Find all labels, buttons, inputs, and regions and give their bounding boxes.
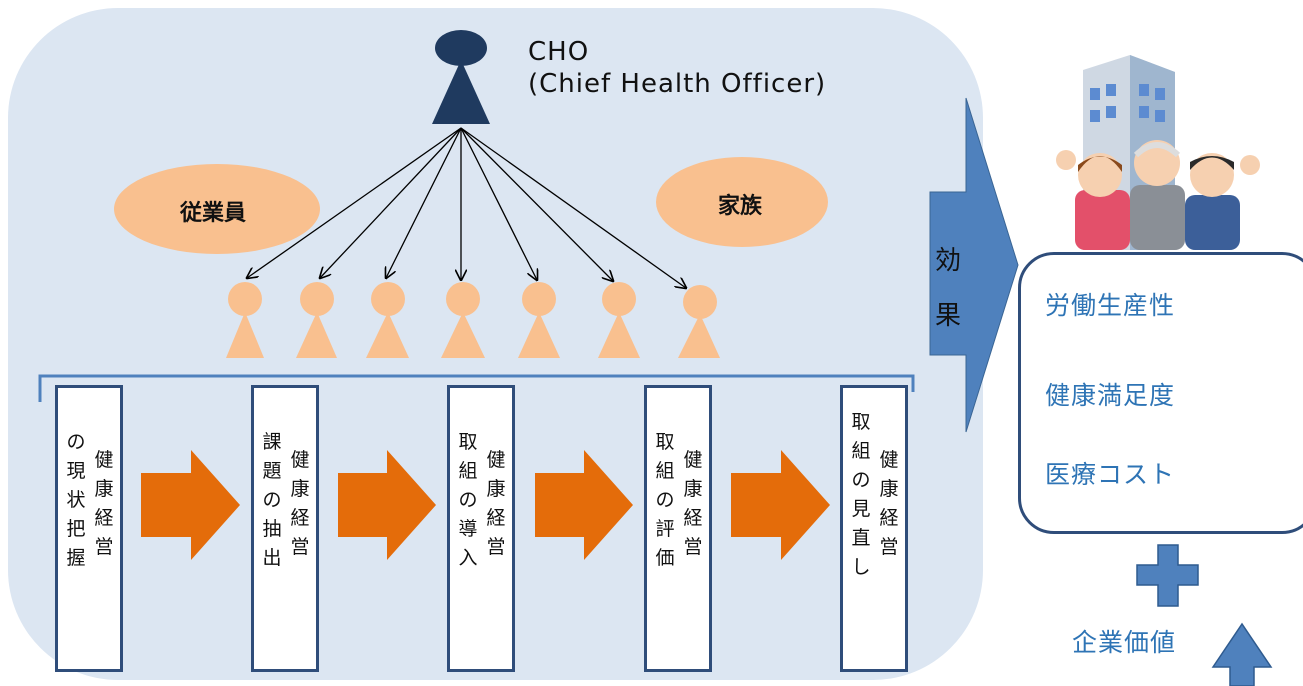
process-step: 健康経営 課題の抽出: [251, 385, 319, 672]
step-text: 取組の評価: [655, 431, 675, 569]
step-text: 課題の抽出: [262, 431, 282, 569]
arrow-right-icon: [338, 450, 436, 560]
corporate-value-label: 企業価値: [1072, 628, 1177, 657]
step-heading: 健康経営: [94, 449, 114, 558]
company-people-illustration-icon: [1056, 55, 1260, 250]
person-icon: [226, 282, 264, 358]
effect-arrow-icon: [929, 97, 1019, 433]
family-ellipse: [656, 157, 828, 247]
effect-label: 医療コスト: [1045, 460, 1176, 489]
step-heading: 健康経営: [879, 449, 899, 558]
process-arrows: [141, 450, 830, 560]
step-text: の現状把握: [66, 431, 86, 569]
effect-label: 労働生産性: [1045, 291, 1176, 320]
step-heading: 健康経営: [683, 449, 703, 558]
process-step: 健康経営 取組の導入: [447, 385, 515, 672]
person-icon: [678, 285, 720, 358]
arrow-up-icon: [1211, 622, 1273, 686]
arrow-right-icon: [141, 450, 240, 560]
effect-arrow-label: 効果: [934, 246, 961, 331]
person-icon: [296, 282, 337, 358]
cho-subtitle: (Chief Health Officer): [528, 69, 827, 99]
step-heading: 健康経営: [290, 449, 310, 558]
cho-figure-icon: [432, 30, 490, 124]
arrow-right-icon: [535, 450, 633, 560]
cho-title: CHO: [528, 37, 590, 67]
process-step: 健康経営 の現状把握: [55, 385, 123, 672]
step-heading: 健康経営: [486, 449, 506, 558]
family-label: 家族: [718, 194, 763, 219]
employees-label: 従業員: [180, 201, 247, 226]
step-text: 取組の見直し: [851, 411, 871, 578]
person-icon: [366, 282, 409, 358]
process-step: 健康経営 取組の見直し: [840, 385, 908, 672]
effect-label: 健康満足度: [1045, 381, 1176, 410]
person-icon: [441, 282, 485, 358]
plus-icon: [1136, 544, 1199, 607]
effects-box: [1018, 252, 1303, 534]
employee-figures: [226, 282, 720, 358]
process-step: 健康経営 取組の評価: [644, 385, 712, 672]
cho-label: CHO (Chief Health Officer): [528, 36, 826, 100]
arrow-right-icon: [731, 450, 830, 560]
employees-ellipse: [114, 164, 320, 254]
process-bracket: [38, 374, 915, 402]
person-icon: [518, 282, 560, 358]
step-text: 取組の導入: [458, 431, 478, 569]
cho-arrows: [247, 127, 686, 288]
person-icon: [598, 282, 640, 358]
